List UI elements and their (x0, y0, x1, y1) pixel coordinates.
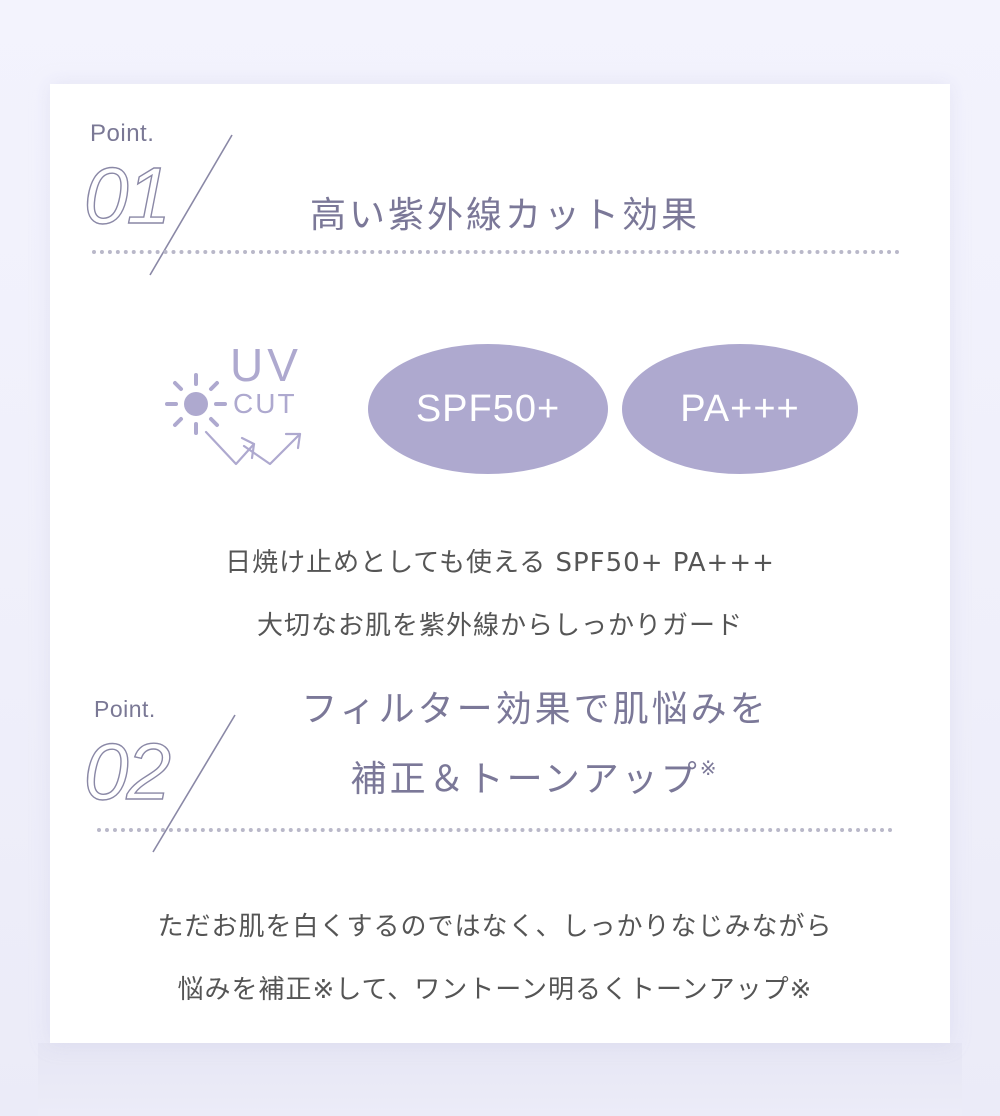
point-02-body-line-2: 悩みを補正※して、ワントーン明るくトーンアップ※ (177, 975, 813, 1005)
sun-icon (165, 373, 227, 435)
reflected-arrows-icon (204, 430, 302, 466)
point-02-number: 02 (83, 727, 171, 816)
point-02-label: Point. (94, 696, 156, 722)
footnote-mark: ※ (699, 757, 720, 781)
point-01-body-line-2: 大切なお肌を紫外線からしっかりガード (256, 611, 743, 641)
spf-badge: SPF50+ (368, 344, 608, 474)
point-01-divider (92, 250, 900, 254)
feature-card: Point. 01 高い紫外線カット効果 UV CUT SPF50+ PA+++ (50, 84, 950, 1043)
diagonal-slash-icon (149, 134, 233, 276)
point-02-title-line-2: 補正＆トーンアップ※ (350, 757, 720, 800)
background-shadow (38, 1043, 962, 1116)
cut-text: CUT (233, 388, 297, 419)
uv-text: UV (230, 339, 302, 391)
point-01-number: 01 (83, 151, 171, 240)
point-01-label: Point. (90, 120, 155, 147)
point-02-divider (97, 828, 893, 832)
point-02-title-line-1: フィルター効果で肌悩みを (301, 689, 769, 730)
diagonal-slash-icon (152, 714, 236, 853)
point-01-body-line-1: 日焼け止めとしても使える SPF50+ PA+++ (225, 548, 775, 578)
pa-badge: PA+++ (622, 344, 858, 474)
point-02-body-line-1: ただお肌を白くするのではなく、しっかりなじみながら (157, 912, 833, 942)
point-01-title: 高い紫外線カット効果 (309, 195, 700, 236)
